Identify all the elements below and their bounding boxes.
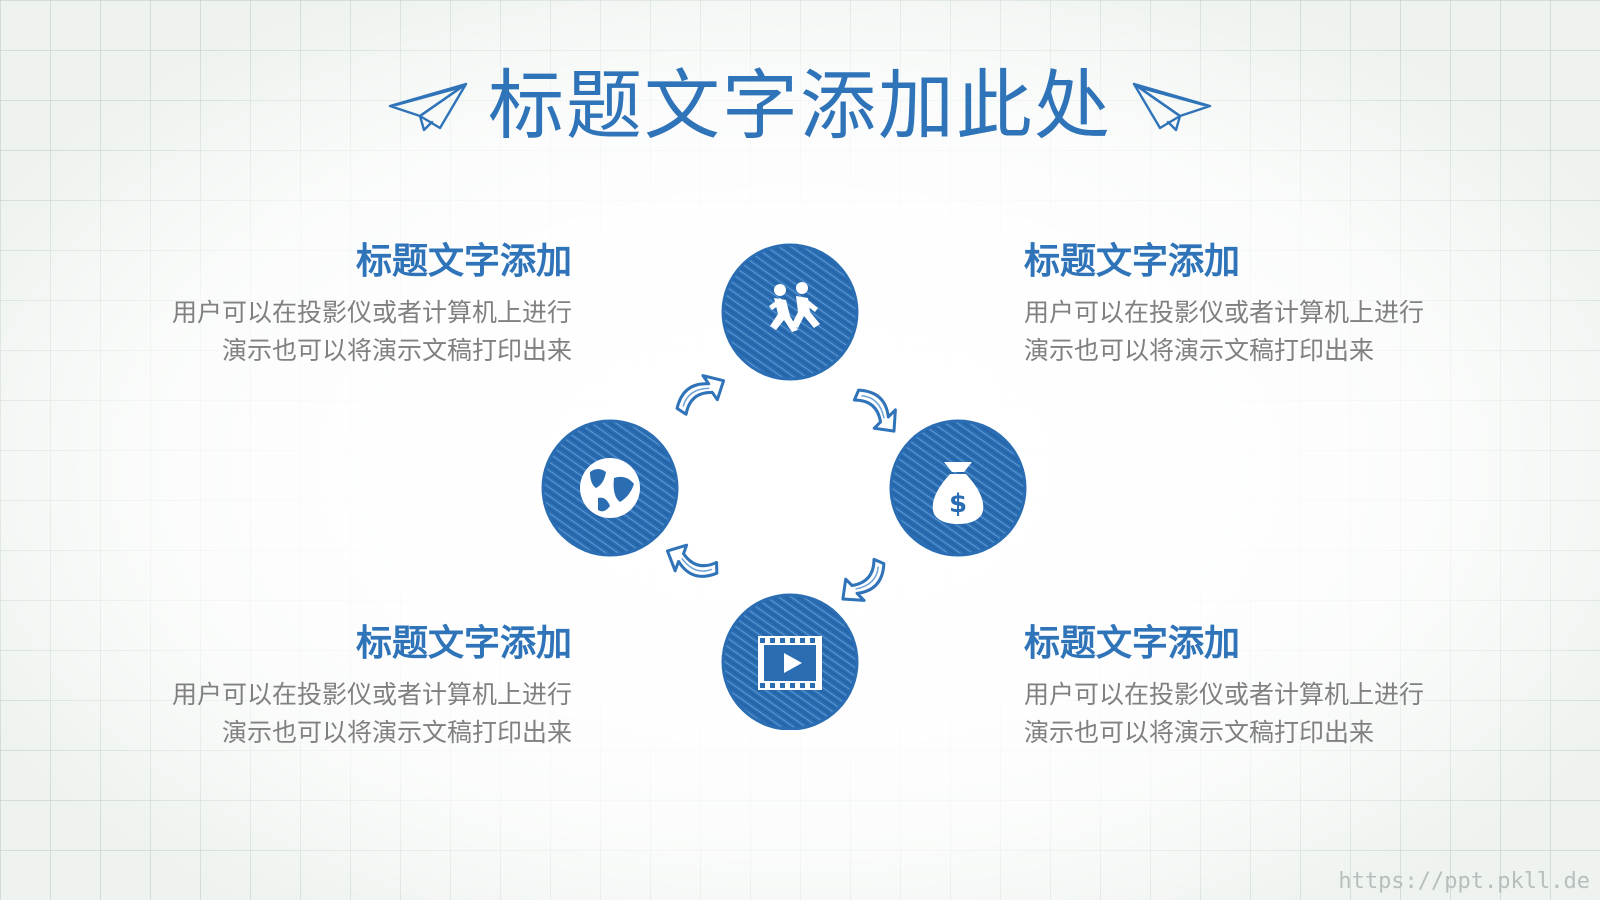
block-title: 标题文字添加	[1024, 623, 1241, 664]
video-play-icon	[758, 636, 822, 690]
info-block-top-left: 标题文字添加 用户可以在投影仪或者计算机上进行 演示也可以将演示文稿打印出来	[132, 244, 572, 370]
block-description: 用户可以在投影仪或者计算机上进行 演示也可以将演示文稿打印出来	[1024, 294, 1464, 370]
info-block-top-right: 标题文字添加 用户可以在投影仪或者计算机上进行 演示也可以将演示文稿打印出来	[1024, 244, 1464, 370]
cycle-arrow-top-right	[845, 380, 907, 442]
block-title: 标题文字添加	[355, 241, 572, 282]
runners-icon	[769, 282, 820, 332]
block-description-line: 演示也可以将演示文稿打印出来	[221, 336, 572, 365]
globe-icon	[580, 458, 640, 518]
cycle-node-left	[541, 419, 679, 557]
block-description: 用户可以在投影仪或者计算机上进行 演示也可以将演示文稿打印出来	[1024, 676, 1464, 752]
block-description-line: 用户可以在投影仪或者计算机上进行	[171, 298, 572, 327]
cycle-arrow-bottom-right	[832, 550, 894, 612]
block-description-line: 演示也可以将演示文稿打印出来	[1024, 336, 1375, 365]
cycle-arrow-bottom-left	[660, 538, 724, 586]
block-title: 标题文字添加	[1024, 241, 1241, 282]
slide-title-row: 标题文字添加此处	[0, 56, 1600, 156]
block-title: 标题文字添加	[355, 623, 572, 664]
cycle-arrow-top-left	[668, 366, 732, 423]
svg-text:$: $	[949, 489, 967, 519]
watermark-url: https://ppt.pkll.de	[1338, 869, 1590, 894]
cycle-node-top	[721, 243, 859, 381]
cycle-diagram: $	[540, 240, 1040, 730]
block-description-line: 演示也可以将演示文稿打印出来	[1024, 718, 1375, 747]
paper-plane-left-icon	[388, 82, 468, 132]
info-block-bottom-right: 标题文字添加 用户可以在投影仪或者计算机上进行 演示也可以将演示文稿打印出来	[1024, 626, 1464, 752]
cycle-node-right: $	[889, 419, 1027, 557]
block-description: 用户可以在投影仪或者计算机上进行 演示也可以将演示文稿打印出来	[132, 676, 572, 752]
block-description: 用户可以在投影仪或者计算机上进行 演示也可以将演示文稿打印出来	[132, 294, 572, 370]
block-description-line: 演示也可以将演示文稿打印出来	[221, 718, 572, 747]
block-description-line: 用户可以在投影仪或者计算机上进行	[171, 680, 572, 709]
info-block-bottom-left: 标题文字添加 用户可以在投影仪或者计算机上进行 演示也可以将演示文稿打印出来	[132, 626, 572, 752]
cycle-node-bottom	[721, 593, 859, 730]
slide-title: 标题文字添加此处	[488, 61, 1112, 150]
block-description-line: 用户可以在投影仪或者计算机上进行	[1024, 680, 1425, 709]
block-description-line: 用户可以在投影仪或者计算机上进行	[1024, 298, 1425, 327]
paper-plane-right-icon	[1132, 82, 1212, 132]
money-bag-icon: $	[932, 462, 984, 524]
